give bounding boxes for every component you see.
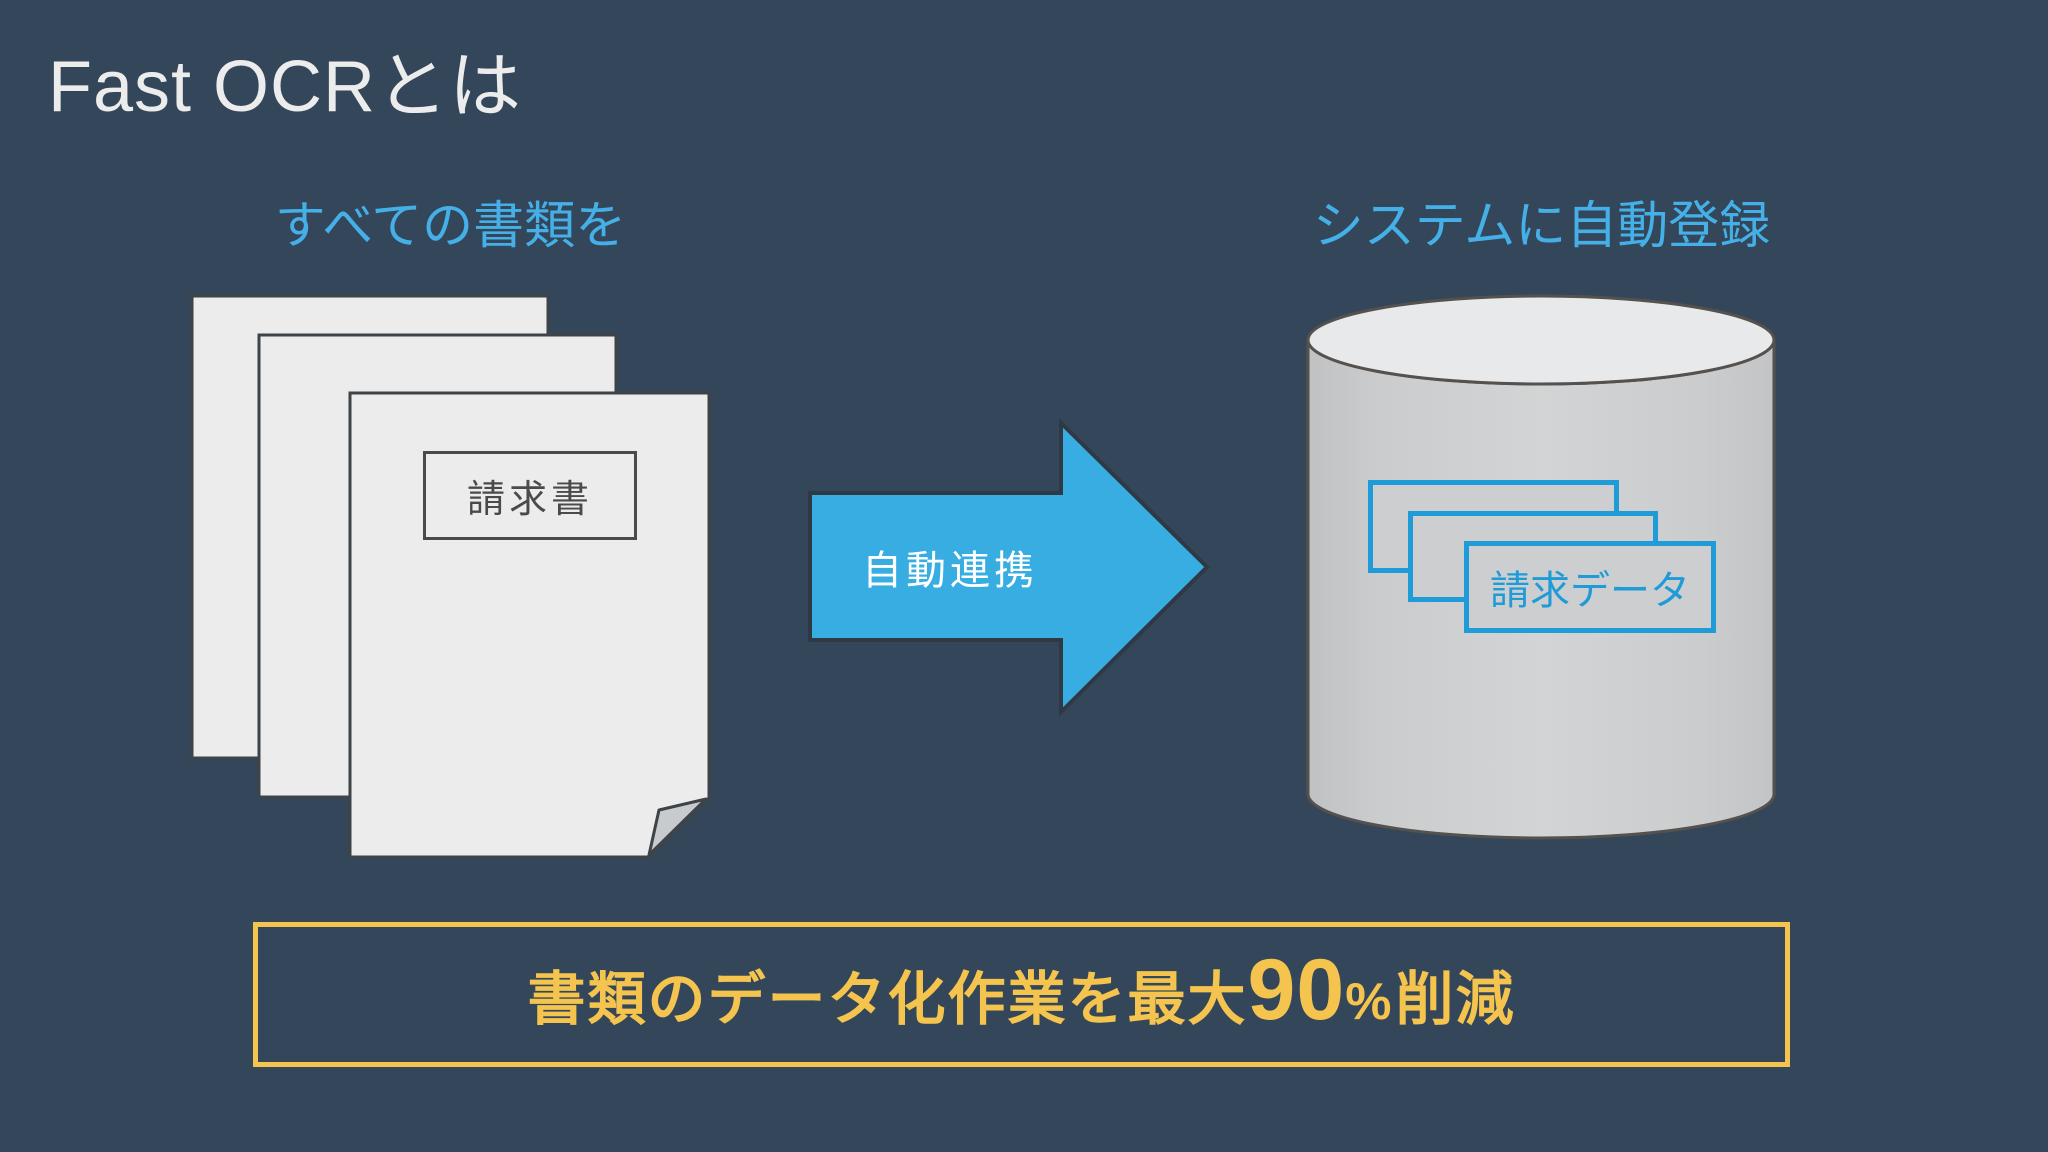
headline-percent: % — [1345, 973, 1392, 1031]
database-cylinder-top — [1306, 294, 1776, 386]
flow-arrow-icon — [808, 418, 1210, 717]
caption-documents: すべての書類を — [274, 197, 627, 254]
data-record-front: 請求データ — [1464, 541, 1716, 633]
highlight-banner: 書類のデータ化作業を最大 90 % 削減 — [253, 922, 1790, 1067]
data-record-label: 請求データ — [1490, 569, 1690, 613]
document-fold-corner-icon — [647, 797, 708, 857]
arrow-label: 自動連携 — [862, 548, 1038, 593]
invoice-label: 請求書 — [466, 479, 593, 521]
caption-system: システムに自動登録 — [1312, 197, 1771, 254]
invoice-label-box: 請求書 — [423, 451, 637, 540]
headline-text-2: 削減 — [1395, 967, 1516, 1032]
slide-title: Fast OCRとは — [48, 47, 523, 127]
headline-number: 90 — [1247, 942, 1346, 1038]
headline-text-1: 書類のデータ化作業を最大 — [527, 967, 1248, 1032]
